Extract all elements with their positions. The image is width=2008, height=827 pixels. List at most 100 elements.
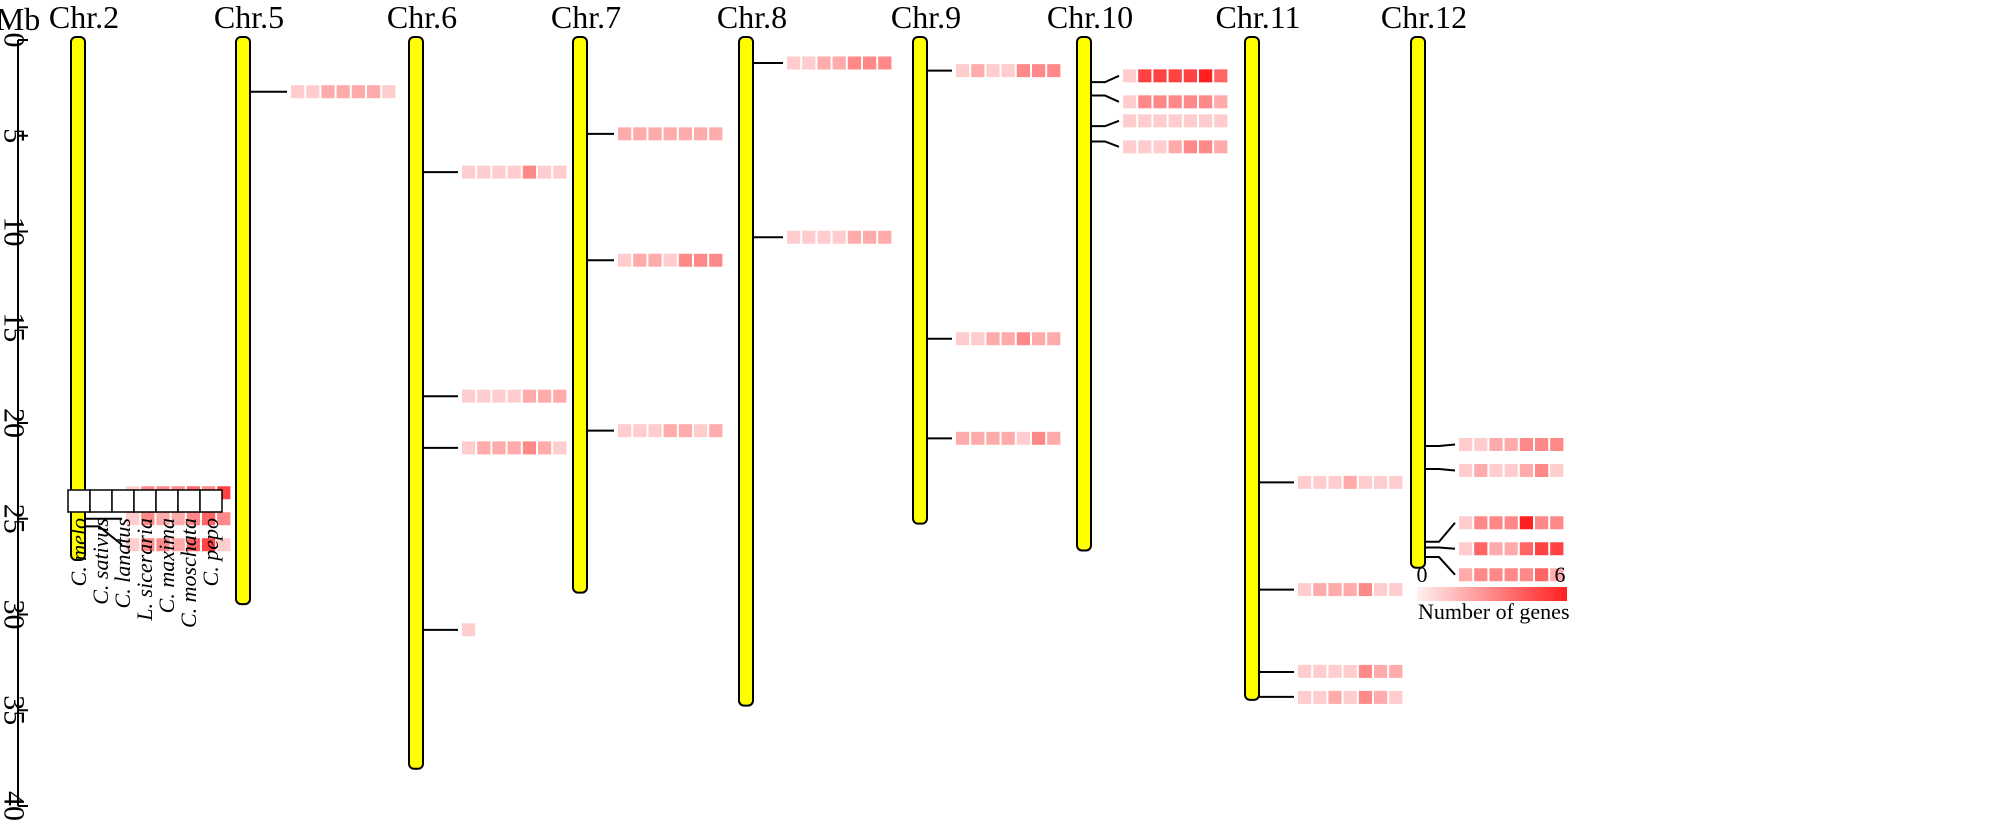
heat-cell: [1183, 114, 1197, 128]
axis-tick-label: 30: [0, 600, 31, 630]
heat-cell: [1535, 463, 1549, 477]
heat-cell: [126, 538, 140, 552]
heat-cell: [382, 85, 396, 99]
heat-cell: [492, 389, 506, 403]
heat-cell: [847, 56, 861, 70]
chromosome-label: Chr.10: [1047, 0, 1133, 35]
species-key-label: C. lanatus: [110, 518, 135, 608]
heat-cell: [1168, 114, 1182, 128]
heat-cell: [367, 85, 381, 99]
heat-cell: [1519, 542, 1533, 556]
region-marker: [1259, 690, 1403, 704]
region-connector: [1091, 74, 1120, 84]
chromosome-bar: [912, 36, 928, 525]
heat-cell: [1328, 664, 1342, 678]
heat-cell: [1047, 64, 1061, 78]
heat-cell: [1047, 332, 1061, 346]
heat-cell: [802, 230, 816, 244]
heat-cell: [1153, 69, 1167, 83]
chromosome-bar: [572, 36, 588, 594]
heat-cell: [956, 332, 970, 346]
heat-cell: [1168, 95, 1182, 109]
heat-cell: [1389, 690, 1403, 704]
heat-cell: [1474, 463, 1488, 477]
heat-cell: [1214, 95, 1228, 109]
heat-cell: [1358, 475, 1372, 489]
chromosome-bar: [1244, 36, 1260, 701]
heat-cell: [971, 64, 985, 78]
region-marker: [1259, 664, 1403, 678]
heat-cell: [1389, 475, 1403, 489]
heat-cell: [678, 424, 692, 438]
heat-cell: [553, 441, 567, 455]
heat-cell: [1199, 114, 1213, 128]
heat-cell: [709, 127, 723, 141]
chromosome-bar: [70, 36, 86, 562]
heat-cell: [1389, 583, 1403, 597]
heat-cell: [1519, 437, 1533, 451]
heat-cell: [1199, 140, 1213, 154]
heat-cell: [1153, 95, 1167, 109]
heat-cell: [1358, 664, 1372, 678]
chromosome-label: Chr.2: [49, 0, 119, 35]
chromosome-label: Chr.7: [551, 0, 621, 35]
species-key-cell: [111, 489, 135, 513]
region-connector: [1425, 546, 1456, 550]
heat-cell: [1313, 664, 1327, 678]
heat-cell: [1474, 568, 1488, 582]
heat-cell: [1358, 690, 1372, 704]
chromosome-bar: [235, 36, 251, 606]
chromosome-chr11: Chr.11: [1215, 0, 1403, 704]
heat-cell: [553, 165, 567, 179]
heat-cell: [1389, 664, 1403, 678]
region-connector: [1425, 443, 1456, 447]
heat-cell: [1489, 437, 1503, 451]
heat-cell: [1298, 690, 1312, 704]
species-key-cell: [199, 489, 223, 513]
heat-cell: [1298, 475, 1312, 489]
species-key-cell: [133, 489, 157, 513]
heat-cell: [1550, 437, 1564, 451]
heat-cell: [1358, 583, 1372, 597]
heat-cell: [1123, 69, 1137, 83]
heat-cell: [1474, 542, 1488, 556]
heat-cell: [956, 431, 970, 445]
heat-cell: [171, 538, 185, 552]
species-key-label: C. moschata: [176, 518, 201, 628]
heat-cell: [351, 85, 365, 99]
heat-cell: [648, 127, 662, 141]
region-marker: [753, 56, 892, 70]
heat-cell: [217, 512, 231, 526]
chromosome-chr5: Chr.5: [214, 0, 396, 606]
heat-cell: [538, 441, 552, 455]
region-marker: [1425, 437, 1564, 451]
heat-cell: [787, 56, 801, 70]
heat-cell: [1138, 69, 1152, 83]
heat-cell: [1459, 516, 1473, 530]
heat-cell: [1032, 332, 1046, 346]
heat-cell: [1519, 463, 1533, 477]
heat-cell: [1214, 69, 1228, 83]
heat-cell: [1138, 95, 1152, 109]
region-marker: [1425, 542, 1564, 556]
heat-cell: [1343, 475, 1357, 489]
heat-cell: [522, 165, 536, 179]
heat-cell: [1343, 583, 1357, 597]
heat-cell: [126, 512, 140, 526]
heat-cell: [694, 253, 708, 267]
heat-cell: [1535, 437, 1549, 451]
heat-cell: [817, 230, 831, 244]
heat-cell: [618, 127, 632, 141]
legend-title: Number of genes: [1418, 599, 1570, 624]
heat-cell: [306, 85, 320, 99]
heat-cell: [217, 538, 231, 552]
heat-cell: [1001, 332, 1015, 346]
heat-cell: [1374, 583, 1388, 597]
chromosome-chr6: Chr.6: [387, 0, 567, 770]
region-marker: [1091, 140, 1228, 154]
heat-cell: [694, 127, 708, 141]
heat-cell: [156, 512, 170, 526]
y-axis: Mb: [0, 1, 40, 806]
axis-unit-label: Mb: [0, 1, 40, 37]
